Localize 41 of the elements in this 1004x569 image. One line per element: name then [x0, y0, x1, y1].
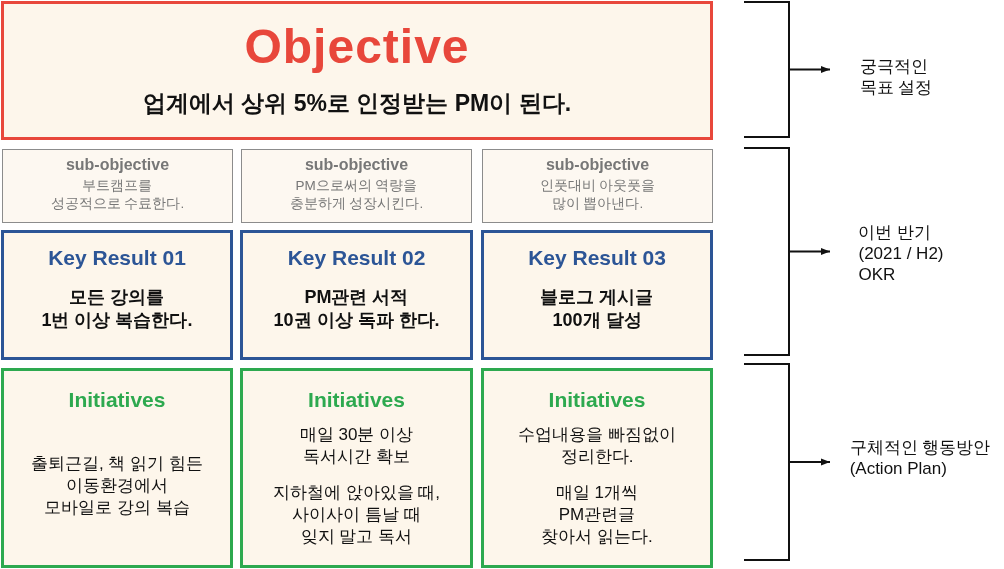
key-result-text: PM관련 서적 10권 이상 독파 한다. — [273, 286, 440, 332]
key-result-text: 블로그 게시글 100개 달성 — [540, 286, 654, 332]
initiative-box — [1, 368, 233, 568]
annotation-text: 이번 반기 (2021 / H2) OKR — [858, 222, 944, 285]
initiative-text: 출퇴근길, 책 읽기 힘든 이동환경에서 모바일로 강의 복습 — [31, 453, 203, 519]
initiative-text: 지하철에 앉아있을 때, 사이사이 틈날 때 잊지 말고 독서 — [272, 482, 441, 548]
section-heading: sub-objective — [545, 155, 650, 175]
sub-objective-box — [482, 149, 713, 223]
arrow — [789, 247, 831, 256]
bracket — [744, 363, 790, 561]
annotation-text: 구체적인 행동방안 (Action Plan) — [849, 437, 991, 479]
objective-statement: 업계에서 상위 5%로 인정받는 PM이 된다. — [142, 89, 572, 117]
sub-objective-text: 인풋대비 아웃풋을 많이 뽑아낸다. — [539, 177, 656, 213]
key-result-box — [1, 230, 233, 360]
sub-objective-box — [2, 149, 233, 223]
section-heading: Initiatives — [68, 387, 166, 413]
initiative-box — [481, 368, 713, 568]
arrow — [789, 65, 831, 74]
section-heading: sub-objective — [304, 155, 409, 175]
key-result-box — [481, 230, 713, 360]
key-result-text: 모든 강의를 1번 이상 복습한다. — [41, 286, 193, 332]
section-heading: Initiatives — [308, 387, 405, 413]
bracket — [744, 147, 790, 356]
section-heading: Key Result 01 — [48, 245, 186, 271]
arrow — [789, 458, 831, 466]
initiative-text: 매일 30분 이상 독서시간 확보 — [299, 424, 414, 468]
key-result-box — [240, 230, 473, 360]
annotation-text: 궁극적인 목표 설정 — [859, 56, 933, 98]
sub-objective-text: 부트캠프를 성공적으로 수료한다. — [50, 177, 185, 213]
section-heading: sub-objective — [65, 155, 170, 175]
sub-objective-text: PM으로써의 역량을 충분하게 성장시킨다. — [289, 177, 424, 213]
initiative-box — [240, 368, 473, 568]
section-heading: Key Result 03 — [528, 245, 666, 271]
sub-objective-box — [241, 149, 472, 223]
objective-box — [1, 1, 713, 140]
bracket — [744, 1, 790, 138]
initiative-text: 수업내용을 빠짐없이 정리한다. — [518, 424, 676, 468]
section-heading: Initiatives — [548, 387, 646, 413]
initiative-text: 매일 1개씩 PM관련글 찾아서 읽는다. — [541, 482, 653, 548]
objective-title: Objective — [244, 21, 470, 73]
section-heading: Key Result 02 — [287, 245, 426, 271]
